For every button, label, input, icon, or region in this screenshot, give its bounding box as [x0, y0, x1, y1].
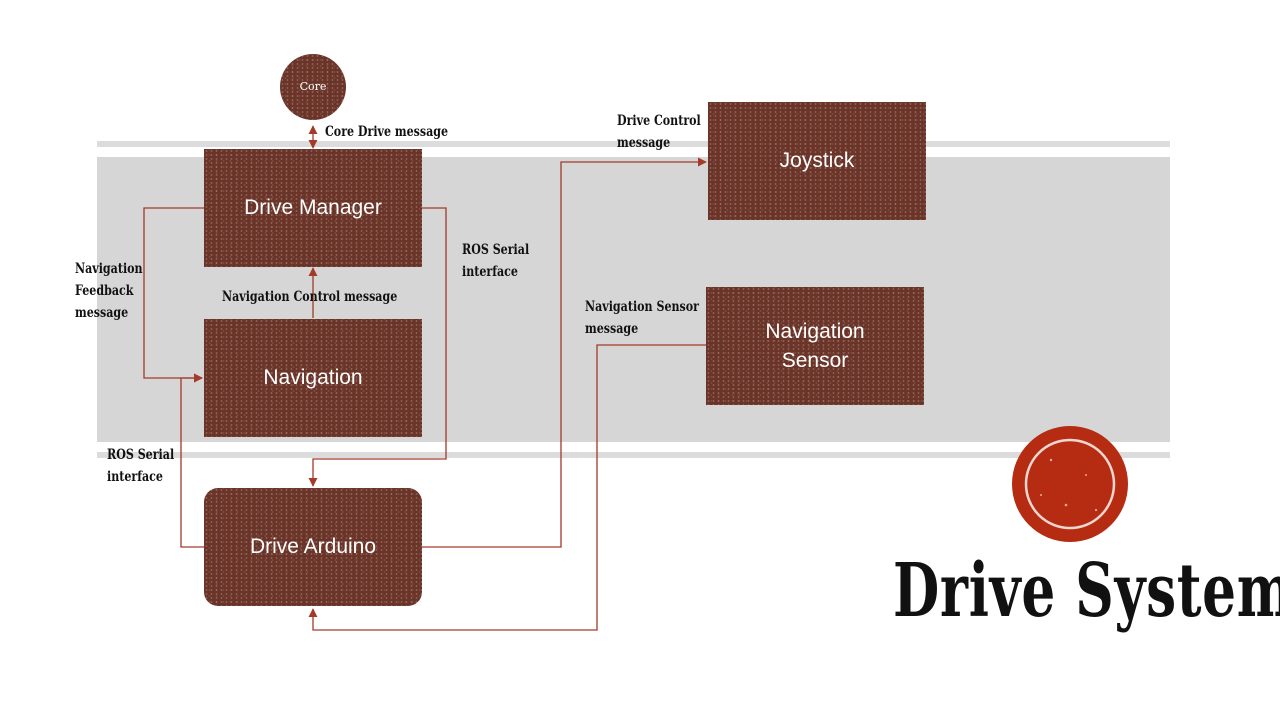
node-drive-manager: Drive Manager — [204, 149, 422, 267]
node-navigation: Navigation — [204, 319, 422, 437]
node-core-label: Core — [299, 80, 327, 94]
node-navigation-sensor-label: Navigation Sensor — [765, 319, 865, 372]
label-ros-serial-left: ROS Serial interface — [107, 447, 175, 485]
node-joystick: Joystick — [708, 102, 926, 220]
edge-ros-serial-left — [180, 373, 204, 548]
label-ros-serial-right: ROS Serial interface — [462, 242, 530, 280]
label-nav-sensor-msg: Navigation Sensor message — [585, 299, 699, 337]
node-navigation-sensor: Navigation Sensor — [706, 287, 924, 405]
edge-nav-sensor — [308, 344, 706, 631]
edge-ros-serial-right — [308, 207, 447, 487]
page-title: Drive System — [893, 548, 1280, 634]
label-nav-feedback: Navigation Feedback message — [75, 261, 143, 321]
node-joystick-label: Joystick — [779, 149, 855, 173]
node-core: Core — [280, 54, 346, 120]
node-drive-arduino-label: Drive Arduino — [249, 535, 377, 559]
label-nav-control: Navigation Control message — [222, 289, 398, 305]
label-drive-control: Drive Control message — [617, 113, 701, 151]
node-drive-arduino: Drive Arduino — [204, 488, 422, 606]
edge-nav-feedback — [143, 207, 204, 383]
label-core-drive: Core Drive message — [325, 124, 449, 140]
decorative-circle-icon — [1012, 426, 1128, 542]
node-navigation-label: Navigation — [263, 366, 363, 390]
node-drive-manager-label: Drive Manager — [244, 196, 382, 220]
edge-drive-control — [422, 157, 707, 548]
